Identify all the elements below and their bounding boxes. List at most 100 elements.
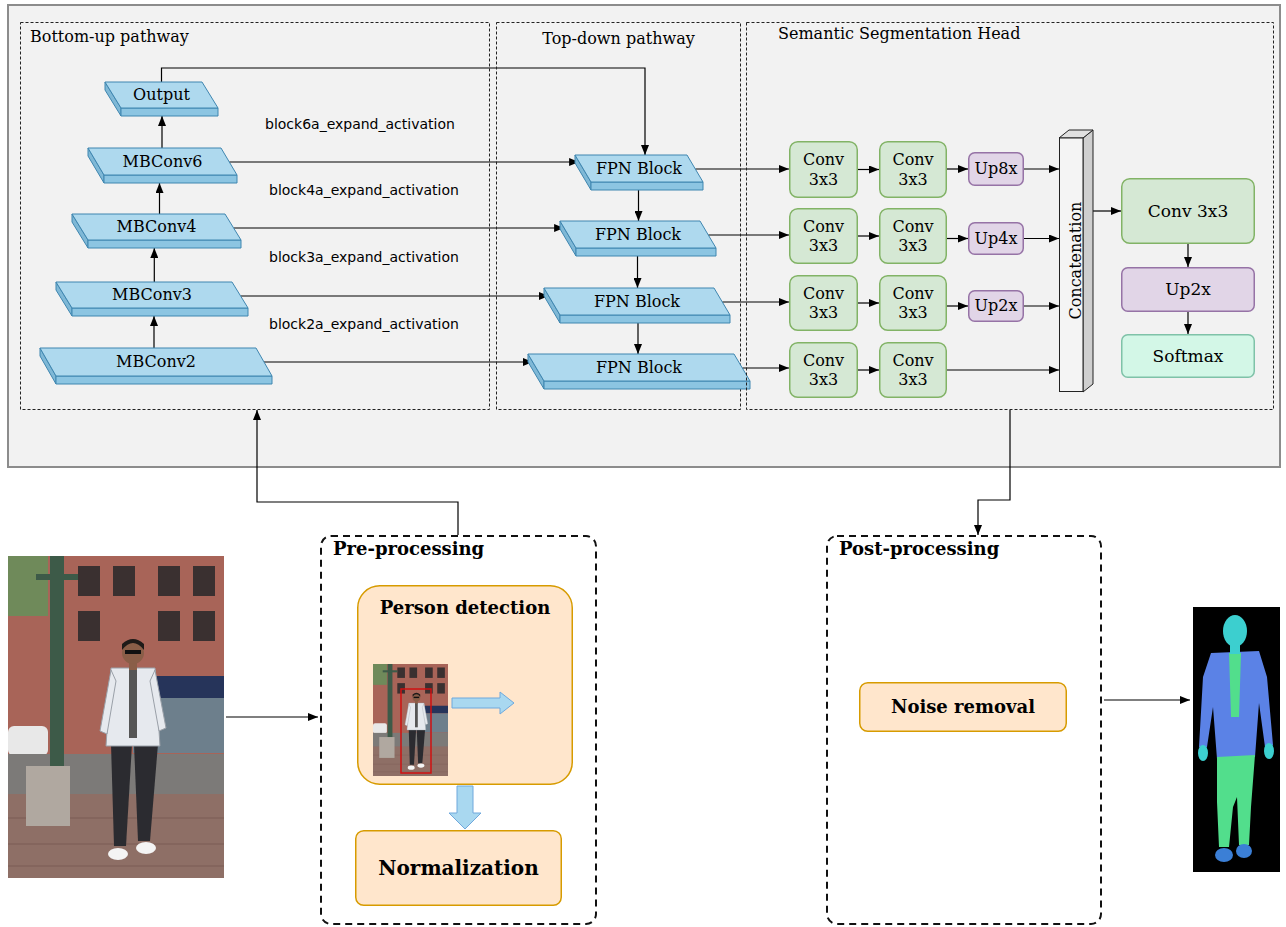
- node-label: Conv 3x3: [793, 351, 854, 389]
- node-label: Conv 3x3: [883, 217, 943, 255]
- group-title: Pre-processing: [333, 538, 484, 560]
- group-region-face: [747, 23, 1274, 410]
- connector-arrow: [637, 323, 638, 354]
- layer-block-face: [528, 354, 750, 381]
- group-title: Semantic Segmentation Head: [778, 24, 1020, 43]
- stage-region: Post-processingNoise removal: [826, 535, 1102, 925]
- concat-block: Concatenation: [1059, 130, 1093, 392]
- upsample-box-face: [969, 291, 1024, 322]
- group-title: Top-down pathway: [542, 29, 694, 48]
- connector-arrow: [229, 161, 579, 162]
- conv-box: Conv 3x3: [879, 141, 947, 198]
- process-box-face: [358, 586, 573, 785]
- detection-photo: [373, 664, 448, 776]
- process-box: Normalization: [355, 830, 562, 906]
- layer-block: FPN Block: [575, 155, 703, 190]
- stage-region-face: [321, 536, 596, 924]
- conv-box-face: [880, 276, 947, 331]
- node-label: Conv 3x3: [883, 351, 943, 389]
- segmentation-output: [1193, 607, 1280, 872]
- upsample-box: Up8x: [968, 152, 1024, 186]
- node-label: FPN Block: [596, 358, 682, 377]
- upsample-box: Up2x: [1121, 267, 1255, 312]
- layer-name-label: block2a_expand_activation: [269, 316, 459, 333]
- node-label: Up8x: [975, 159, 1018, 178]
- layer-block-face: [72, 308, 248, 316]
- upsample-box-face: [969, 153, 1024, 186]
- layer-block: MBConv3: [56, 282, 248, 316]
- connector-arrow: [1187, 244, 1188, 267]
- node-label: Up4x: [975, 229, 1018, 248]
- node-label: Up2x: [1165, 279, 1211, 299]
- conv-box-face: [790, 209, 858, 264]
- layer-block-face: [56, 376, 272, 384]
- layer-block-face: [56, 282, 248, 308]
- connector-arrow: [1024, 305, 1059, 306]
- node-label: Output: [133, 85, 190, 104]
- conv-box: Conv 3x3: [789, 208, 858, 264]
- conv-box: Conv 3x3: [879, 275, 947, 331]
- conv-box: Conv 3x3: [789, 275, 858, 331]
- connector-arrow: [742, 367, 789, 368]
- connector-arrow: [153, 316, 154, 348]
- conv-box-face: [880, 209, 947, 264]
- layer-block: FPN Block: [528, 354, 750, 389]
- group-region: Semantic Segmentation HeadConv 3x3Conv 3…: [746, 22, 1274, 410]
- input-photo: [8, 556, 224, 878]
- node-label: Conv 3x3: [793, 150, 854, 188]
- group-region-outline: [496, 22, 741, 410]
- conv-box: Conv 3x3: [879, 208, 947, 264]
- connector-arrow: [858, 169, 879, 170]
- layer-block-face: [544, 381, 750, 389]
- layer-block: MBConv2: [40, 348, 272, 384]
- layer-block-face: [104, 175, 237, 183]
- process-box: Person detection: [357, 585, 573, 785]
- group-region: Top-down pathwayFPN BlockFPN BlockFPN Bl…: [496, 22, 741, 410]
- node-label: Conv 3x3: [793, 217, 854, 255]
- conv-box-face: [790, 142, 858, 198]
- concat-block-face: [1059, 130, 1093, 138]
- connector-arrow: [978, 410, 1010, 535]
- stage-region: Pre-processingPerson detection Normaliza…: [320, 535, 597, 925]
- cropped-photo: [485, 666, 516, 699]
- node-label: MBConv6: [123, 152, 203, 171]
- group-title: Bottom-up pathway: [30, 27, 189, 46]
- layer-name-label: block4a_expand_activation: [269, 182, 459, 199]
- conv-box: Conv 3x3: [789, 342, 858, 398]
- conv-box: Conv 3x3: [879, 342, 947, 398]
- group-title: Post-processing: [839, 538, 999, 560]
- layer-block: MBConv6: [88, 148, 237, 183]
- connector-arrow: [947, 305, 968, 306]
- conv-box-face: [790, 343, 858, 398]
- group-region-face: [21, 23, 490, 410]
- layer-name-label: block6a_expand_activation: [265, 116, 455, 133]
- layer-block-face: [560, 315, 730, 323]
- input-arrow: [226, 716, 318, 717]
- softmax-box-face: [1122, 335, 1255, 378]
- layer-block-face: [575, 155, 703, 182]
- crop-arrow: [452, 692, 514, 714]
- model-panel: [8, 5, 1280, 467]
- connector-arrow: [234, 227, 564, 228]
- connector-arrow: [1024, 238, 1059, 239]
- layer-block-face: [560, 221, 716, 248]
- process-box: Noise removal: [859, 682, 1067, 732]
- layer-block: MBConv4: [72, 214, 241, 248]
- node-label: Person detection: [380, 597, 551, 619]
- layer-block-face: [40, 348, 272, 376]
- layer-block-face: [72, 214, 241, 240]
- layer-block: FPN Block: [560, 221, 716, 256]
- upsample-box: Up4x: [968, 222, 1024, 255]
- node-label: FPN Block: [596, 159, 682, 178]
- node-label: Conv 3x3: [883, 150, 943, 188]
- node-label: Up2x: [975, 296, 1018, 315]
- layer-block-face: [121, 108, 218, 116]
- layer-block-face: [88, 148, 237, 175]
- connector-arrow: [947, 168, 968, 169]
- node-label: Conv 3x3: [883, 284, 943, 322]
- connector-arrow: [637, 256, 638, 288]
- node-label: FPN Block: [595, 225, 681, 244]
- connector-arrow: [1093, 210, 1121, 211]
- connector-arrow: [858, 369, 879, 370]
- layer-block-face: [576, 248, 716, 256]
